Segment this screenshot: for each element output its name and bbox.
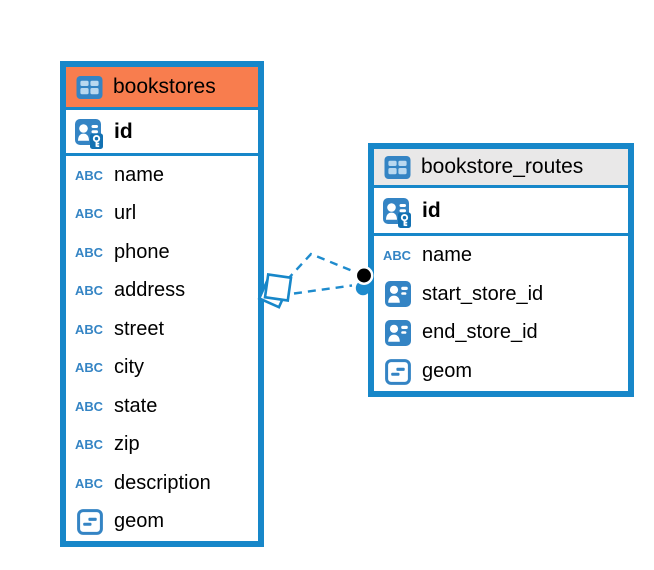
table-title: bookstores [113, 75, 216, 98]
table-icon [383, 155, 412, 180]
table-bookstores[interactable]: bookstores id ABC name ABC url ABC phone… [60, 61, 264, 547]
text-icon: ABC [75, 246, 104, 259]
primary-key-icon [75, 114, 104, 150]
svg-text:ABC: ABC [75, 284, 104, 297]
column-row[interactable]: ABC name [66, 156, 258, 195]
foreign-key-icon [383, 281, 412, 308]
table-bookstore-routes[interactable]: bookstore_routes id ABC name start_store… [368, 143, 634, 397]
svg-text:ABC: ABC [75, 323, 104, 336]
svg-text:ABC: ABC [75, 438, 104, 451]
relationship-line-upper[interactable] [286, 252, 356, 281]
text-icon: ABC [383, 249, 412, 262]
svg-text:ABC: ABC [75, 400, 104, 413]
text-icon: ABC [75, 207, 104, 220]
geometry-icon [75, 508, 104, 535]
column-name: id [422, 198, 441, 222]
column-name: street [114, 317, 165, 340]
column-row[interactable]: geom [374, 352, 628, 391]
column-row[interactable]: ABC name [374, 236, 628, 275]
primary-key-row[interactable]: id [66, 110, 258, 156]
text-icon: ABC [75, 169, 104, 182]
column-list: id ABC name ABC url ABC phone ABC addres… [66, 110, 258, 541]
text-icon: ABC [75, 477, 104, 490]
column-row[interactable]: ABC state [66, 387, 258, 426]
column-name: geom [422, 360, 473, 383]
column-name: url [114, 202, 137, 225]
text-icon: ABC [75, 438, 104, 451]
column-name: id [114, 119, 133, 143]
svg-text:ABC: ABC [75, 169, 104, 182]
column-name: end_store_id [422, 321, 538, 344]
many-side-diamond-marker[interactable] [257, 273, 293, 309]
column-name: state [114, 394, 158, 417]
text-icon: ABC [75, 361, 104, 374]
column-name: name [422, 243, 473, 266]
column-name: zip [114, 433, 140, 456]
table-header[interactable]: bookstores [66, 67, 258, 110]
column-row[interactable]: end_store_id [374, 314, 628, 353]
column-name: name [114, 163, 165, 186]
svg-text:ABC: ABC [75, 207, 104, 220]
column-row[interactable]: ABC city [66, 349, 258, 388]
column-row[interactable]: ABC address [66, 272, 258, 311]
column-row[interactable]: ABC url [66, 195, 258, 234]
column-name: city [114, 356, 144, 379]
column-row[interactable]: ABC zip [66, 426, 258, 465]
column-row[interactable]: ABC phone [66, 233, 258, 272]
table-icon [75, 75, 104, 100]
svg-text:ABC: ABC [383, 249, 412, 262]
column-name: geom [114, 510, 165, 533]
primary-key-icon [383, 193, 412, 229]
text-icon: ABC [75, 284, 104, 297]
geometry-icon [383, 358, 412, 385]
table-header[interactable]: bookstore_routes [374, 149, 628, 188]
column-name: description [114, 471, 211, 494]
column-row[interactable]: ABC street [66, 310, 258, 349]
svg-text:ABC: ABC [75, 477, 104, 490]
svg-text:ABC: ABC [75, 361, 104, 374]
column-name: start_store_id [422, 282, 544, 305]
column-row[interactable]: geom [66, 503, 258, 542]
svg-text:ABC: ABC [75, 246, 104, 259]
text-icon: ABC [75, 400, 104, 413]
column-name: phone [114, 240, 170, 263]
column-name: address [114, 279, 186, 302]
column-row[interactable]: ABC description [66, 464, 258, 503]
primary-key-row[interactable]: id [374, 188, 628, 236]
column-list: id ABC name start_store_id end_store_id … [374, 188, 628, 391]
foreign-key-icon [383, 319, 412, 346]
column-row[interactable]: start_store_id [374, 275, 628, 314]
text-icon: ABC [75, 323, 104, 336]
relationship-line-lower[interactable] [293, 284, 353, 295]
table-title: bookstore_routes [421, 155, 584, 178]
